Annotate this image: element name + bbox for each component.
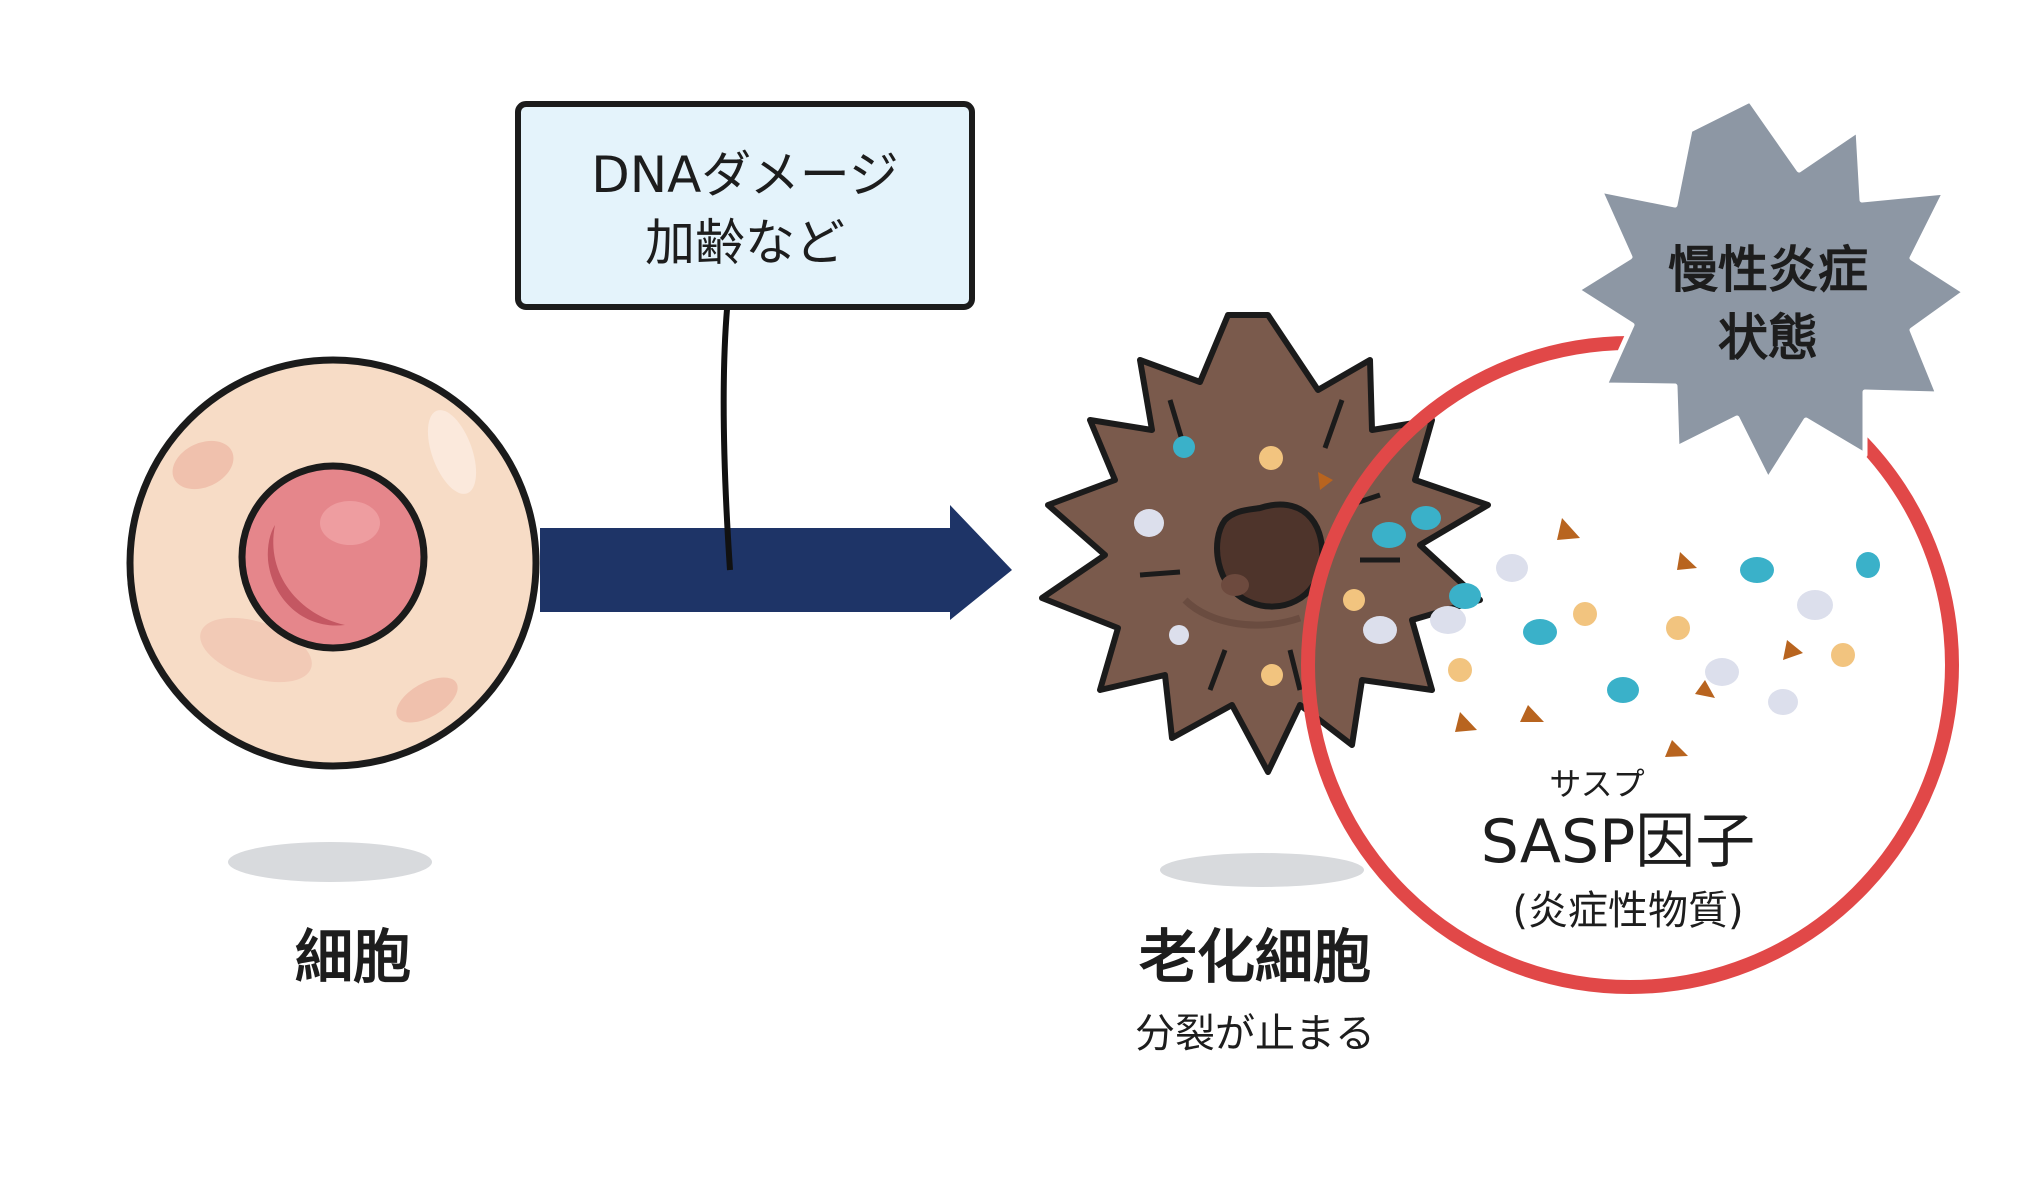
- badge-line-1: 慢性炎症: [1668, 241, 1868, 299]
- sasp-sublabel: (炎症性物質): [1512, 888, 1743, 934]
- arrow-icon: [540, 505, 1012, 620]
- trigger-connector-line: [720, 297, 733, 571]
- senescent-cell-shadow: [1160, 853, 1364, 887]
- trigger-box: DNAダメージ 加齢など: [515, 101, 975, 310]
- sasp-particles: [1363, 506, 1880, 757]
- sasp-ruby: サスプ: [1549, 765, 1644, 803]
- senescent-cell-label: 老化細胞: [1139, 923, 1371, 991]
- senescent-cell-sublabel: 分裂が止まる: [1135, 1011, 1375, 1057]
- trigger-line-2: 加齢など: [645, 214, 845, 272]
- sasp-label: SASP因子: [1481, 807, 1756, 877]
- trigger-line-1: DNAダメージ: [591, 146, 899, 204]
- normal-cell-shadow: [228, 842, 432, 882]
- burst-badge-icon: 慢性炎症 状態: [1574, 97, 1968, 483]
- normal-cell-icon: [126, 356, 540, 770]
- badge-line-2: 状態: [1718, 309, 1818, 367]
- senescent-cell-icon: [1039, 312, 1491, 775]
- normal-cell-label: 細胞: [295, 923, 411, 991]
